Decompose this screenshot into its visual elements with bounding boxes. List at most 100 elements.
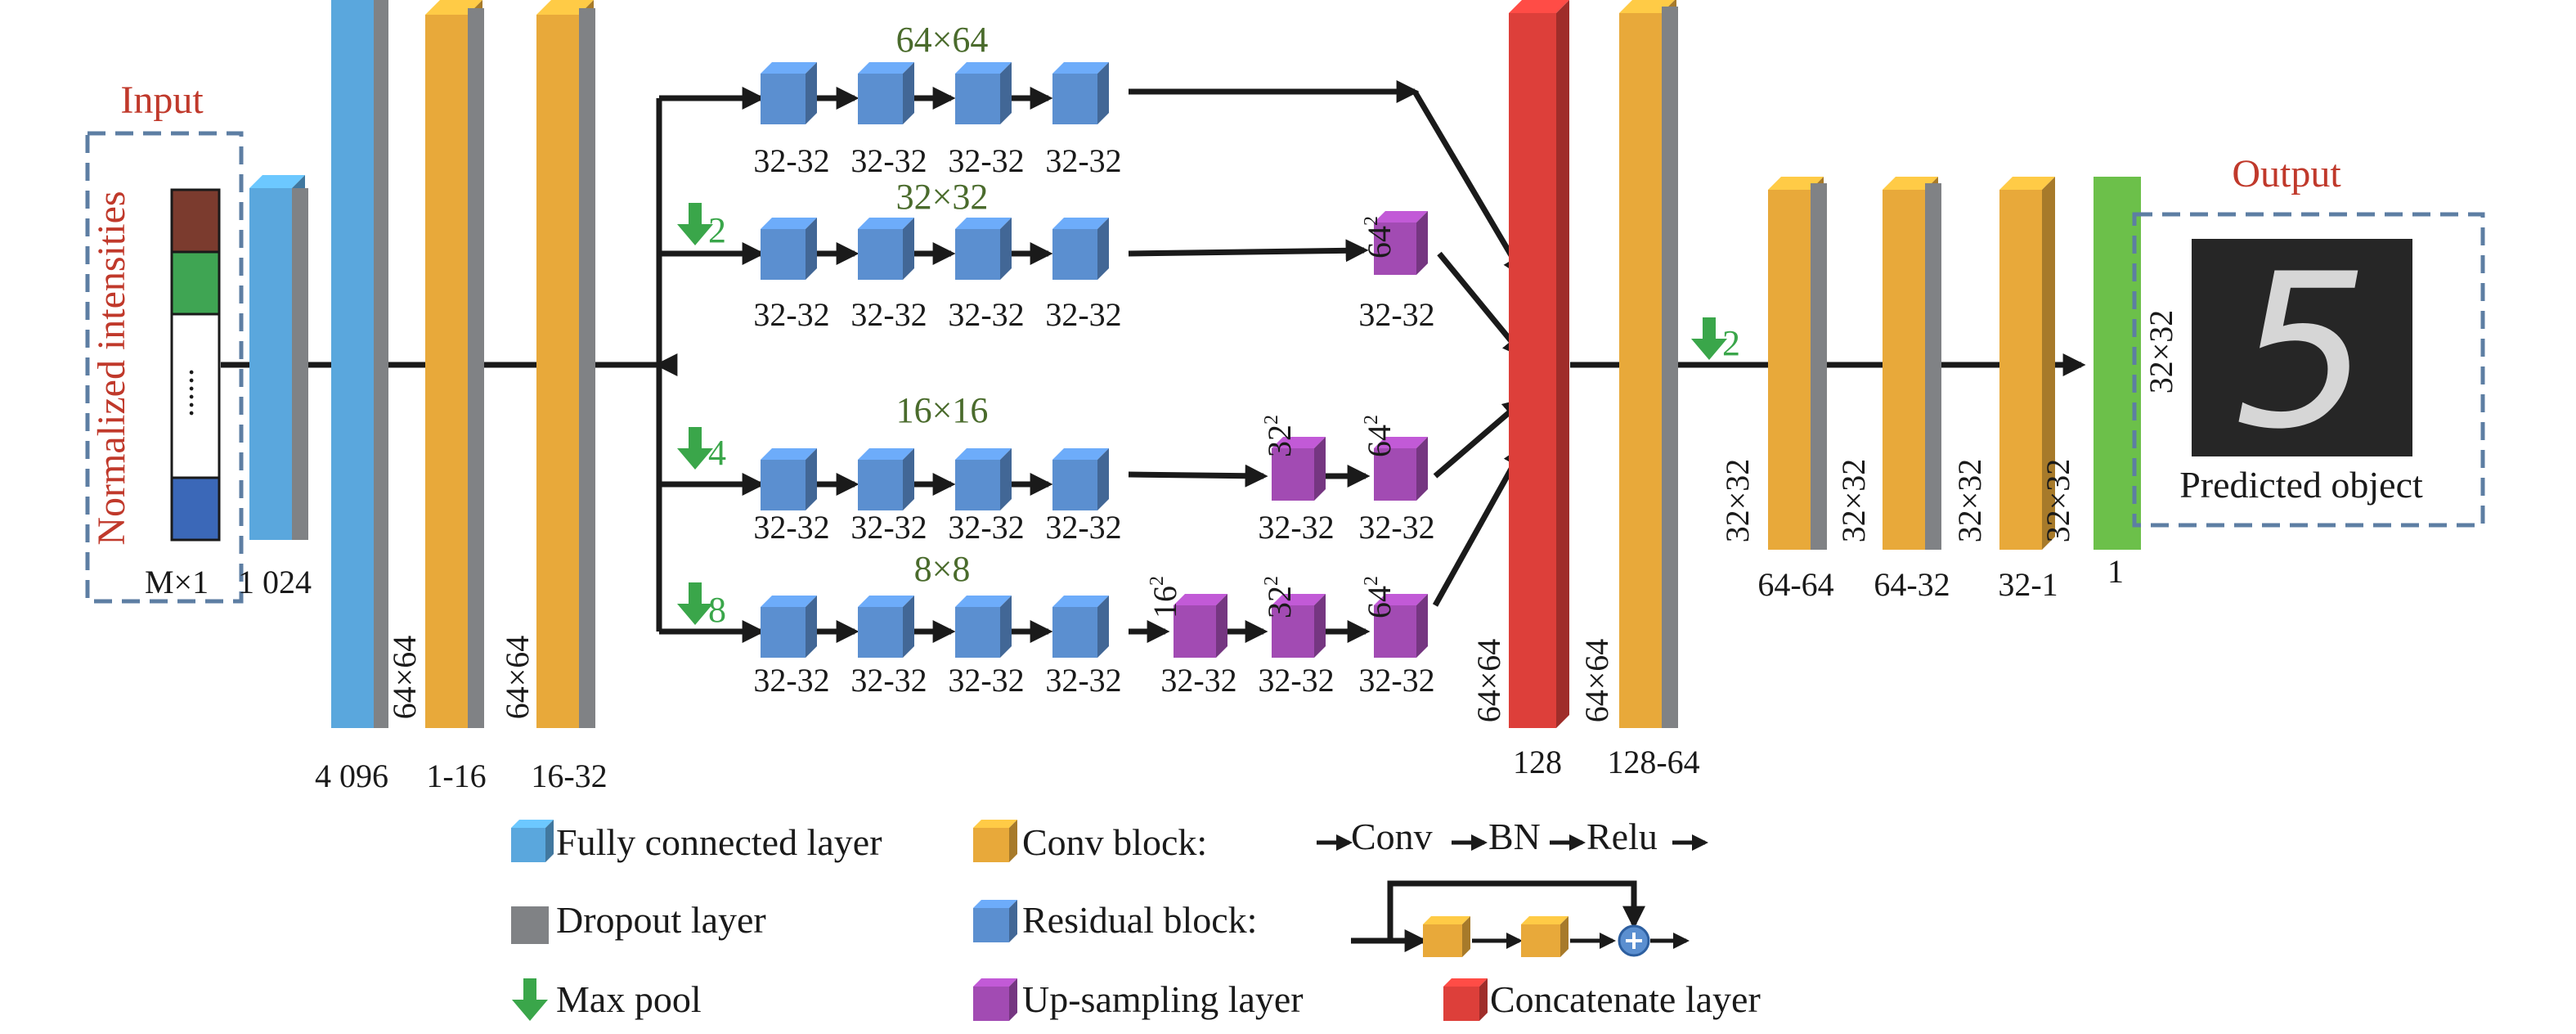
conv5-dropout bbox=[1925, 183, 1941, 550]
post-concat-pool-label: 2 bbox=[1722, 323, 1740, 363]
b1-res-3 bbox=[955, 62, 1012, 124]
final-side-label: 32×32 bbox=[2040, 459, 2076, 543]
legend-res-conv-2 bbox=[1521, 916, 1568, 957]
conv5-bottom-label: 64-32 bbox=[1874, 566, 1950, 603]
b4-res3-label: 32-32 bbox=[948, 662, 1024, 699]
legend-maxpool-icon bbox=[512, 978, 548, 1021]
b4-to-concat bbox=[1432, 444, 1526, 607]
b3-up2-top: 642 bbox=[1361, 415, 1398, 457]
b4-res-1 bbox=[761, 596, 817, 658]
conv5-side-label: 32×32 bbox=[1835, 459, 1872, 543]
conv2-side-label: 64×64 bbox=[499, 636, 536, 720]
legend-concat-label: Concatenate layer bbox=[1490, 978, 1761, 1020]
b1-res2-label: 32-32 bbox=[850, 142, 927, 179]
b4-up2-top: 322 bbox=[1261, 576, 1298, 618]
b1-res-1 bbox=[761, 62, 817, 124]
input-box bbox=[85, 131, 244, 604]
legend-dropout-label: Dropout layer bbox=[556, 899, 766, 941]
b2-out bbox=[1128, 239, 1369, 263]
b1-to-concat bbox=[1411, 90, 1526, 279]
branch4-title: 8×8 bbox=[914, 549, 971, 589]
b2-res2-label: 32-32 bbox=[850, 296, 927, 333]
b4-res1-label: 32-32 bbox=[753, 662, 829, 699]
legend-maxpool-label: Max pool bbox=[556, 978, 702, 1020]
conv3-side-label: 64×64 bbox=[1578, 639, 1615, 723]
branch3-pool-label: 4 bbox=[708, 433, 726, 473]
conv2-dropout bbox=[579, 8, 595, 728]
conv2-bottom-label: 16-32 bbox=[531, 758, 607, 794]
concat-side-label: 64×64 bbox=[1470, 639, 1507, 723]
legend-conv-seq-0: Conv bbox=[1351, 816, 1433, 857]
b3-res1-label: 32-32 bbox=[753, 509, 829, 546]
legend-upsample-label: Up-sampling layer bbox=[1022, 978, 1304, 1020]
legend-residual-label: Residual block: bbox=[1022, 899, 1257, 941]
fc4096-label: 4 096 bbox=[315, 758, 388, 794]
fc1024-label: 1 024 bbox=[238, 564, 312, 600]
b2-res-4 bbox=[1052, 218, 1109, 280]
b1-res4-label: 32-32 bbox=[1045, 142, 1121, 179]
conv4-side-label: 32×32 bbox=[1719, 459, 1756, 543]
final-bottom-label: 1 bbox=[2107, 553, 2124, 590]
branch2-maxpool-icon bbox=[677, 203, 713, 245]
b2-up1-top: 642 bbox=[1361, 216, 1398, 258]
conv6-bottom-label: 32-1 bbox=[1998, 566, 2058, 603]
conv4-dropout bbox=[1811, 183, 1827, 550]
b3-out bbox=[1128, 464, 1268, 488]
layer-shapes bbox=[170, 0, 2141, 1021]
legend-concat-icon bbox=[1443, 978, 1488, 1021]
conv1-bottom-label: 1-16 bbox=[426, 758, 486, 794]
conv3-dropout bbox=[1662, 7, 1678, 728]
input-size-label: M×1 bbox=[145, 564, 209, 600]
legend-fc-icon bbox=[511, 820, 554, 862]
branch2-title: 32×32 bbox=[896, 177, 989, 217]
b4-res-2 bbox=[858, 596, 914, 658]
b2-res-1 bbox=[761, 218, 817, 280]
b2-res4-label: 32-32 bbox=[1045, 296, 1121, 333]
b3-res4-label: 32-32 bbox=[1045, 509, 1121, 546]
legend-add-icon bbox=[1618, 924, 1650, 957]
branch4-pool-label: 8 bbox=[708, 590, 726, 630]
b4-res4-label: 32-32 bbox=[1045, 662, 1121, 699]
b3-up-1 bbox=[1272, 437, 1326, 501]
conv6-layer bbox=[1999, 177, 2055, 550]
b4-res-4 bbox=[1052, 596, 1109, 658]
branch4-maxpool-icon bbox=[677, 582, 713, 625]
legend-conv-seq-2: Relu bbox=[1586, 816, 1658, 857]
predicted-image bbox=[2192, 239, 2412, 456]
b4-up3-label: 32-32 bbox=[1358, 662, 1434, 699]
concat-layer bbox=[1509, 0, 1569, 728]
predicted-digit: 5 bbox=[2234, 229, 2369, 476]
conv1-side-label: 64×64 bbox=[386, 636, 423, 720]
legend-res-conv-1 bbox=[1423, 916, 1470, 957]
input-vector bbox=[170, 188, 221, 542]
b3-res2-label: 32-32 bbox=[850, 509, 927, 546]
fc4096-dropout bbox=[374, 0, 388, 728]
output-side-label: 32×32 bbox=[2143, 310, 2179, 394]
fc1024-dropout bbox=[292, 188, 308, 540]
output-caption: Predicted object bbox=[2179, 464, 2423, 506]
b4-res2-label: 32-32 bbox=[850, 662, 927, 699]
legend-fc-label: Fully connected layer bbox=[556, 821, 882, 863]
branch3-maxpool-icon bbox=[677, 427, 713, 470]
branch2-pool-label: 2 bbox=[708, 210, 726, 250]
b3-res-4 bbox=[1052, 448, 1109, 510]
post-concat-maxpool-icon bbox=[1691, 317, 1727, 360]
conv1-dropout bbox=[468, 8, 484, 728]
conv6-side-label: 32×32 bbox=[1951, 459, 1988, 543]
input-title: Input bbox=[120, 79, 204, 122]
b3-up2-label: 32-32 bbox=[1358, 509, 1434, 546]
b4-up2-label: 32-32 bbox=[1258, 662, 1334, 699]
legend-conv-label: Conv block: bbox=[1022, 821, 1207, 863]
b3-res-1 bbox=[761, 448, 817, 510]
b4-up1-label: 32-32 bbox=[1160, 662, 1236, 699]
b4-res-3 bbox=[955, 596, 1012, 658]
legend-conv-seq-1: BN bbox=[1488, 816, 1541, 857]
legend-dropout-icon bbox=[511, 906, 549, 944]
b1-res3-label: 32-32 bbox=[948, 142, 1024, 179]
branch1-title: 64×64 bbox=[896, 20, 989, 60]
b4-up1-top: 162 bbox=[1147, 576, 1183, 618]
input-side-label: Normalized intensities bbox=[90, 191, 133, 545]
b3-up1-top: 322 bbox=[1261, 415, 1298, 457]
concat-bottom-label: 128 bbox=[1513, 744, 1562, 780]
